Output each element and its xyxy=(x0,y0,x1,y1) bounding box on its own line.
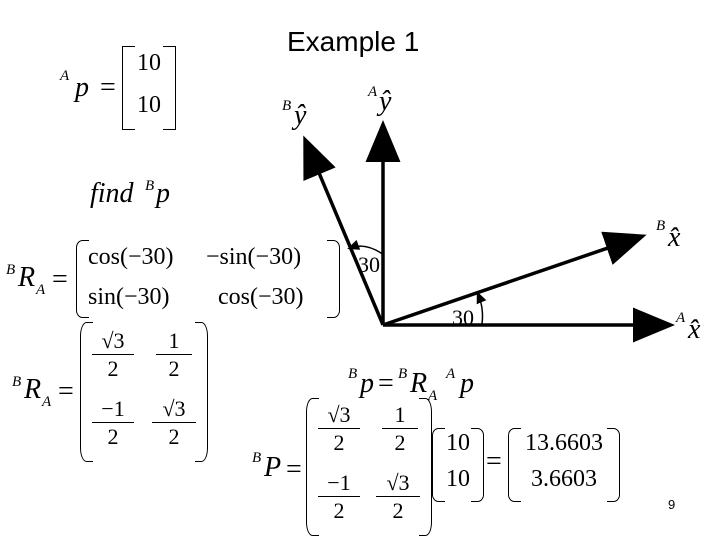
result-input-cell: 10 xyxy=(446,466,470,492)
rotdef-symbol: R xyxy=(18,262,36,293)
transform-equals: = xyxy=(378,368,394,399)
rotdef-sub: A xyxy=(36,282,46,298)
rotdef-matrix: cos(−30) −sin(−30) sin(−30) cos(−30) xyxy=(76,240,340,318)
angle-arc-x xyxy=(476,291,487,325)
rotdef-equals: = xyxy=(52,264,68,295)
given-equals: = xyxy=(100,72,116,103)
transform-p-sup: A xyxy=(446,366,456,382)
transform-lhs-sup: B xyxy=(348,366,358,382)
result-answer-vector: 13.6603 3.6603 xyxy=(508,428,620,502)
rotdef-cell: −sin(−30) xyxy=(206,244,302,270)
axis-a-x-sup: A xyxy=(676,310,686,326)
axis-b-y-arrow xyxy=(303,135,385,326)
given-vector-cell: 10 xyxy=(137,50,161,76)
result-input-cell: 10 xyxy=(446,430,470,456)
axis-b-y-label: ŷ xyxy=(294,100,307,131)
page-number: 9 xyxy=(668,497,676,512)
axis-b-x-sup: B xyxy=(656,218,666,234)
given-symbol: p xyxy=(75,72,89,103)
axis-b-y-sup: B xyxy=(282,98,292,114)
given-vector: 10 10 xyxy=(122,46,176,130)
roteval-symbol: R xyxy=(24,374,42,405)
angle-label-x: 30 xyxy=(452,305,474,330)
transform-r-sub: A xyxy=(428,388,438,404)
axis-b-x-label: x̂ xyxy=(668,222,681,253)
axis-a-x-label: x̂ xyxy=(688,314,701,345)
roteval-equals: = xyxy=(58,376,74,407)
angle-label-y: 30 xyxy=(358,252,380,277)
result-answer-cell: 13.6603 xyxy=(525,430,603,456)
rotdef-sup: B xyxy=(6,262,16,278)
transform-r-sup: B xyxy=(398,366,408,382)
slide-title: Example 1 xyxy=(287,26,420,57)
roteval-sub: A xyxy=(42,394,52,410)
axis-a-y-sup: A xyxy=(368,84,378,100)
given-vector-cell: 10 xyxy=(137,92,161,118)
result-answer-cell: 3.6603 xyxy=(531,466,597,492)
result-symbol: P xyxy=(264,452,282,483)
result-sup: B xyxy=(252,450,262,466)
result-equals-1: = xyxy=(286,454,302,485)
find-sup: B xyxy=(145,178,155,194)
result-equals-2: = xyxy=(486,446,502,477)
rotdef-cell: sin(−30) xyxy=(88,284,170,310)
axis-b-x-arrow xyxy=(382,231,647,327)
find-text: find xyxy=(90,178,134,209)
transform-lhs: p xyxy=(360,368,374,399)
given-frame-sup: A xyxy=(60,68,70,84)
transform-r: R xyxy=(410,368,428,399)
transform-p: p xyxy=(460,368,474,399)
roteval-sup: B xyxy=(12,374,22,390)
rotdef-cell: cos(−30) xyxy=(88,244,174,270)
find-symbol: p xyxy=(156,178,170,209)
angle-arc-y xyxy=(347,239,385,256)
result-input-vector: 10 10 xyxy=(432,428,484,502)
rotdef-cell: cos(−30) xyxy=(218,284,304,310)
axis-a-y-label: ŷ xyxy=(379,86,392,117)
